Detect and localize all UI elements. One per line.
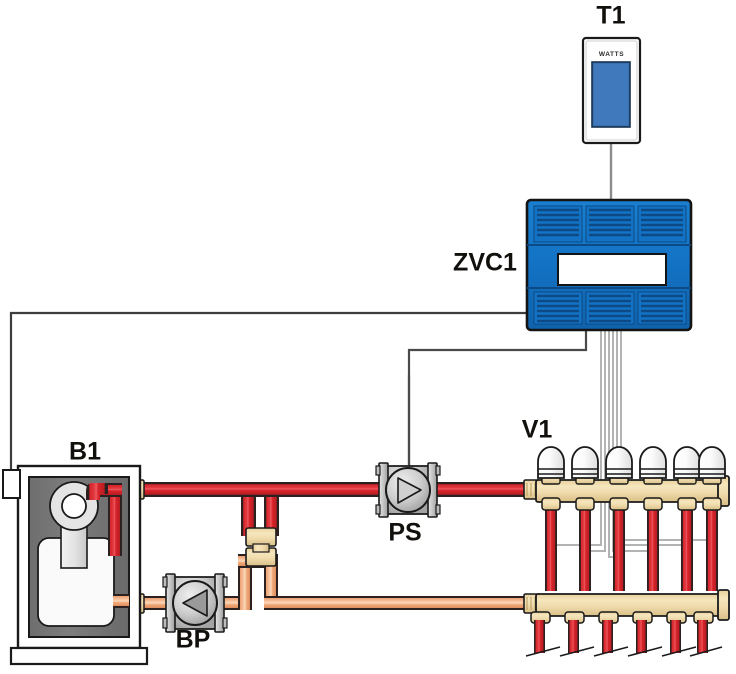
boiler-flue-opening bbox=[61, 493, 87, 519]
zone-riser-6 bbox=[706, 505, 718, 591]
pipe-boiler-supply-horizontal bbox=[138, 482, 256, 497]
zone-valve-actuator[interactable] bbox=[673, 446, 701, 479]
pipe-boiler-return-stub bbox=[138, 596, 174, 610]
zvc1-terminal-strip[interactable] bbox=[557, 253, 667, 286]
boiler-internal-supply-elbow bbox=[86, 483, 108, 500]
tee-supply bbox=[245, 527, 277, 547]
closely-spaced-tees bbox=[245, 527, 277, 567]
boiler-b1[interactable] bbox=[2, 464, 149, 666]
bp-flow-arrow-icon bbox=[182, 589, 208, 617]
zone-valve-actuator[interactable] bbox=[698, 446, 726, 479]
thermostat-brand-label: WATTS bbox=[599, 51, 624, 58]
zvc1-top-vents bbox=[533, 205, 687, 243]
ps-flow-arrow-icon bbox=[397, 477, 422, 504]
boiler-internal-supply-riser bbox=[108, 485, 122, 556]
wire-zvc1-to-ps bbox=[407, 330, 588, 466]
label-t1: T1 bbox=[596, 2, 625, 30]
zone-valve-actuator[interactable] bbox=[571, 446, 599, 479]
label-bp: BP bbox=[176, 626, 211, 654]
boiler-aquastat-terminal-box[interactable] bbox=[2, 469, 21, 499]
zone-riser-4 bbox=[647, 505, 659, 591]
pump-ps[interactable] bbox=[375, 462, 441, 518]
label-ps: PS bbox=[388, 519, 421, 547]
pipe-bp-riser bbox=[238, 560, 252, 610]
return-loop-stubs bbox=[534, 620, 708, 653]
return-manifold-inlets bbox=[530, 611, 714, 624]
zone-valve-control-zvc1[interactable] bbox=[525, 198, 693, 332]
supply-manifold-bar bbox=[535, 479, 727, 503]
zone-valve-manifold-v1[interactable] bbox=[525, 446, 730, 657]
wire-zvc1-to-boiler bbox=[9, 311, 527, 470]
zvc1-bottom-vents bbox=[533, 291, 687, 325]
thermostat-display-glow bbox=[594, 64, 628, 125]
boiler-base-stand bbox=[9, 646, 149, 666]
zone-riser-1 bbox=[545, 505, 557, 591]
pipe-secondary-return-horizontal bbox=[264, 596, 528, 610]
pump-bp[interactable] bbox=[162, 573, 228, 633]
label-zvc1: ZVC1 bbox=[453, 249, 517, 277]
pipe-return-elbow-cap bbox=[264, 596, 278, 610]
thermostat-bezel bbox=[585, 40, 638, 141]
zone-valve-actuator[interactable] bbox=[639, 446, 667, 479]
zone-riser-5 bbox=[681, 505, 693, 591]
pipe-break-marks bbox=[525, 646, 723, 657]
zone-valve-actuators[interactable] bbox=[537, 446, 726, 479]
zone-riser-3 bbox=[613, 505, 625, 591]
zone-riser-2 bbox=[579, 505, 591, 591]
label-v1: V1 bbox=[522, 416, 553, 444]
label-b1: B1 bbox=[69, 438, 101, 466]
zone-valve-actuator[interactable] bbox=[605, 446, 633, 479]
supply-manifold-outlets bbox=[541, 497, 722, 511]
thermostat-t1[interactable]: WATTS bbox=[581, 36, 642, 145]
return-manifold-end-cap bbox=[717, 589, 730, 621]
tee-nipple bbox=[252, 543, 270, 553]
boiler-internal-return-stub bbox=[113, 594, 129, 608]
zone-loop-risers bbox=[545, 505, 718, 591]
zone-valve-actuator[interactable] bbox=[537, 446, 565, 479]
pipe-supply-elbow-cap bbox=[241, 482, 279, 497]
